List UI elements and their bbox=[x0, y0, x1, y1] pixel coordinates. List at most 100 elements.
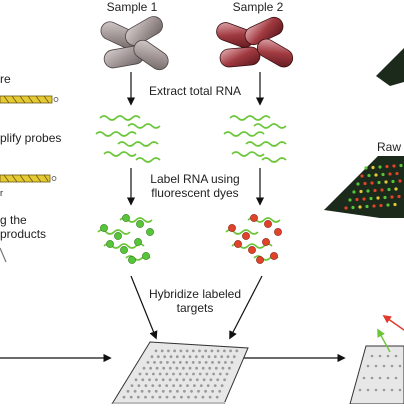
scanned-array-raw bbox=[324, 156, 404, 218]
scanned-array-top bbox=[376, 48, 404, 86]
hybridize-line1: Hybridize labeled bbox=[148, 287, 242, 301]
array-spot bbox=[202, 378, 206, 382]
scanned-spot bbox=[394, 187, 398, 191]
scanned-spot bbox=[390, 195, 394, 199]
array-spot bbox=[178, 372, 182, 376]
array-spot bbox=[148, 378, 152, 382]
array-spot bbox=[195, 366, 199, 370]
array-spot bbox=[218, 372, 222, 376]
scanned-spot bbox=[379, 203, 383, 208]
array-spot bbox=[158, 384, 162, 387]
array-spot bbox=[129, 395, 133, 399]
array-spot bbox=[223, 349, 226, 353]
array-spot bbox=[180, 395, 183, 399]
array-spot bbox=[209, 378, 213, 382]
array-spot bbox=[194, 395, 198, 399]
array-spot bbox=[223, 378, 227, 382]
array-spot bbox=[176, 389, 179, 393]
array-spot bbox=[137, 384, 141, 387]
flow-arrows bbox=[0, 72, 346, 363]
array-spot bbox=[168, 366, 172, 370]
array-spot bbox=[217, 361, 221, 364]
labeled-rna-sample1 bbox=[97, 214, 154, 264]
scanned-spot bbox=[348, 198, 352, 202]
array-spot bbox=[220, 384, 224, 387]
array-spot bbox=[169, 355, 173, 359]
scanned-spot bbox=[352, 190, 356, 194]
array-spot bbox=[156, 355, 160, 359]
array-spot bbox=[172, 384, 176, 387]
array-spot bbox=[212, 372, 216, 376]
array-spot bbox=[198, 361, 202, 364]
array-spot bbox=[138, 372, 142, 376]
scanned-spot bbox=[399, 163, 403, 168]
scanned-spot bbox=[384, 180, 388, 184]
array-spot bbox=[182, 378, 186, 382]
probe-strip-1 bbox=[0, 95, 59, 104]
scanned-spot bbox=[373, 188, 377, 193]
array-spot bbox=[150, 355, 154, 359]
array-spot bbox=[204, 389, 208, 393]
array-spot bbox=[224, 361, 227, 364]
array-spot bbox=[172, 372, 175, 376]
array-spot bbox=[195, 378, 199, 382]
array-spot bbox=[186, 384, 189, 387]
scanned-spot bbox=[356, 182, 360, 186]
array-spot bbox=[158, 372, 162, 376]
array-spot bbox=[185, 349, 189, 353]
array-spot bbox=[168, 378, 172, 382]
array-spot bbox=[229, 349, 233, 353]
array-spot bbox=[141, 378, 145, 382]
array-spot bbox=[183, 389, 186, 393]
array-spot bbox=[194, 355, 198, 359]
scanned-spot bbox=[351, 205, 355, 210]
hybridize-line2: targets bbox=[176, 301, 214, 315]
array-spot bbox=[159, 361, 163, 364]
scanned-spot bbox=[385, 164, 389, 169]
array-spot bbox=[151, 395, 155, 399]
scanned-spot bbox=[398, 179, 402, 183]
scanned-spot bbox=[387, 187, 391, 192]
array-spot bbox=[201, 395, 205, 399]
scanned-spot bbox=[378, 165, 382, 169]
array-spot bbox=[142, 366, 146, 370]
array-spot bbox=[191, 349, 195, 353]
array-spot bbox=[160, 349, 164, 353]
array-spot bbox=[188, 355, 192, 359]
sample1-cells bbox=[100, 16, 169, 71]
scanned-spot bbox=[358, 205, 362, 209]
array-spot bbox=[213, 384, 217, 387]
array-spot bbox=[207, 355, 211, 359]
array-spot bbox=[214, 366, 218, 370]
array-spot bbox=[192, 372, 195, 376]
array-spot bbox=[235, 349, 239, 353]
array-spot bbox=[178, 361, 182, 364]
scanned-spot bbox=[369, 196, 373, 201]
array-spot bbox=[175, 378, 179, 382]
array-spot bbox=[172, 361, 176, 364]
array-spot bbox=[190, 389, 193, 393]
array-spot bbox=[201, 366, 205, 370]
left-text-3: r bbox=[0, 188, 3, 198]
array-spot bbox=[189, 378, 192, 382]
array-spot bbox=[230, 361, 234, 364]
array-spot bbox=[210, 349, 214, 353]
scanned-spot bbox=[355, 197, 359, 202]
array-spot bbox=[165, 372, 169, 376]
array-spot bbox=[185, 361, 189, 364]
array-spot bbox=[161, 389, 165, 393]
array-spot bbox=[122, 395, 126, 399]
array-spot bbox=[158, 395, 162, 399]
left-text-4: g the bbox=[0, 213, 27, 227]
microarray-slide bbox=[111, 341, 249, 405]
sample1-label: Sample 1 bbox=[106, 0, 158, 14]
array-spot bbox=[197, 389, 200, 393]
array-spot bbox=[147, 389, 151, 393]
scanned-spot bbox=[370, 181, 374, 185]
scanned-spot bbox=[365, 204, 369, 209]
left-text-2: plify probes bbox=[0, 131, 62, 145]
scanned-spot bbox=[386, 203, 390, 207]
array-spot bbox=[140, 389, 144, 393]
